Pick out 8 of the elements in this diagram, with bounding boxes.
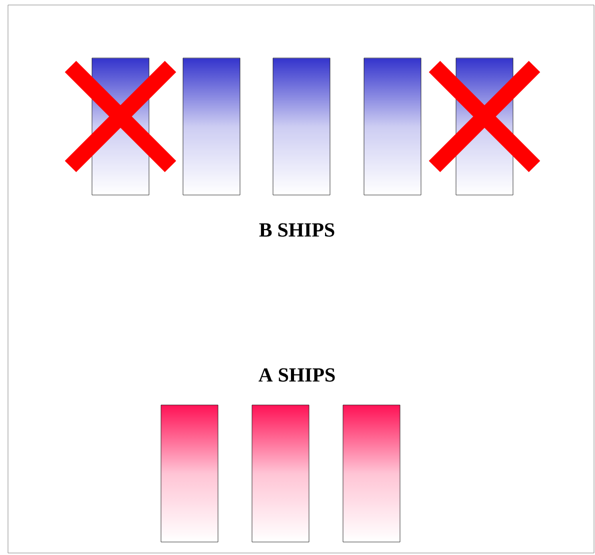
bar [364, 58, 422, 196]
group-label: B SHIPS [259, 223, 334, 237]
bar [182, 58, 240, 196]
bar [160, 404, 218, 542]
group-label: A SHIPS [258, 368, 335, 382]
bar [272, 58, 330, 196]
bar [342, 404, 400, 542]
bar [252, 404, 310, 542]
